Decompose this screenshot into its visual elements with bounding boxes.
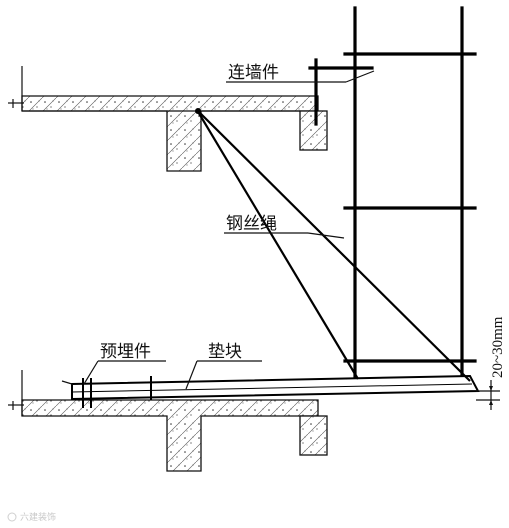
leader-lines [83,70,375,390]
embedded-part-label: 预埋件 [100,342,151,362]
wall-tie-label: 连墙件 [228,63,279,83]
cantilever-steel-beam [61,374,480,401]
watermark-logo-icon [7,512,17,522]
embedded-anchor-bolts [82,376,152,408]
wire-rope-label: 钢丝绳 [226,214,277,234]
gap-dimension [476,380,500,410]
scaffold-frame [343,6,477,380]
lower-slab-break-mark [8,370,24,416]
watermark: 六建装饰 [7,511,56,523]
wall-tie [308,58,374,126]
wire-rope [195,108,471,382]
lower-floor-slab [21,399,328,472]
pad-block-label: 垫块 [208,342,242,362]
upper-slab-break-mark [8,66,24,111]
upper-floor-slab [21,95,328,172]
watermark-text: 六建装饰 [20,511,56,523]
gap-dimension-label: 20~30mm [490,316,506,378]
